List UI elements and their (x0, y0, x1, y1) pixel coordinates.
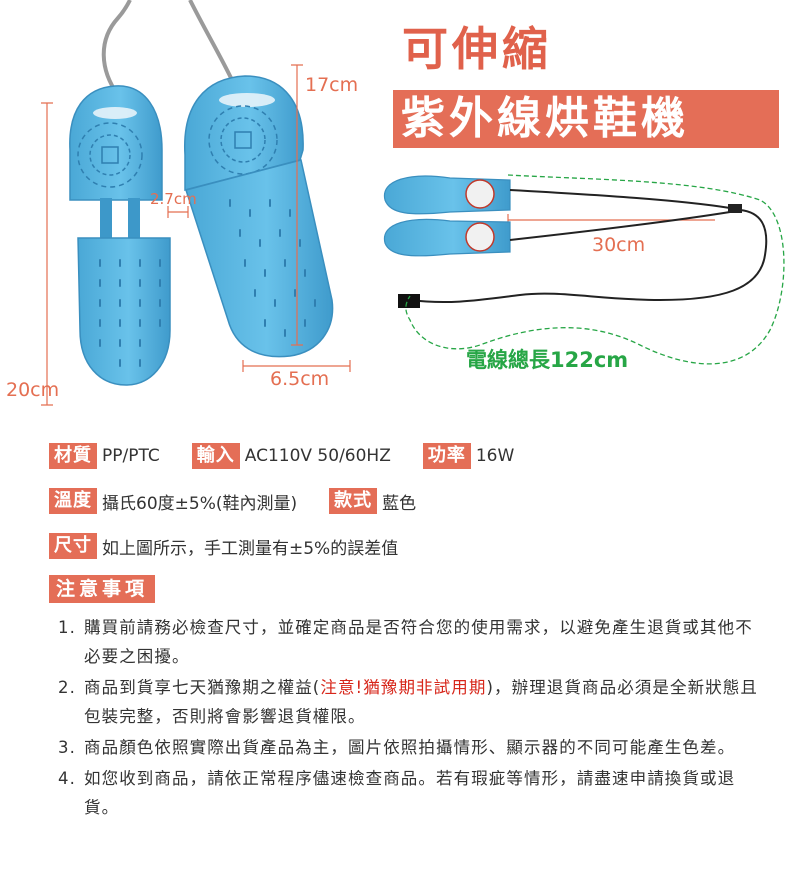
dimension-width: 6.5cm (270, 368, 330, 390)
dimension-gap: 2.7cm (150, 190, 197, 208)
spec-value-power: 16W (475, 446, 515, 466)
spec-label-style: 款式 (329, 488, 378, 514)
spec-value-material: PP/PTC (102, 446, 160, 466)
spec-row-2: 溫度 攝氏60度±5%(鞋內測量) 款式 藍色 (49, 487, 448, 515)
notice-item-text: 如您收到商品，請依正常程序儘速檢查商品。若有瑕疵等情形，請盡速申請換貨或退貨。 (84, 769, 736, 817)
dimension-length-top: 17cm (305, 74, 359, 96)
spec-label-size: 尺寸 (49, 533, 97, 559)
notice-item-number: 1. (58, 618, 76, 637)
product-title-line2: 紫外線烘鞋機 (393, 90, 779, 148)
spec-label-input: 輸入 (191, 443, 240, 469)
product-drawing (41, 0, 785, 406)
notice-item-text: 商品到貨享七天猶豫期之權益( (84, 678, 321, 697)
spec-value-input: AC110V 50/60HZ (244, 446, 391, 466)
product-illustration: 17cm 2.7cm 20cm 6.5cm 30cm 電線總長122cm 可伸縮… (0, 0, 800, 420)
notice-item: 1. 購買前請務必檢查尺寸，並確定商品是否符合您的使用需求，以避免產生退貨或其他… (58, 613, 760, 671)
spec-value-temperature: 攝氏60度±5%(鞋內測量) (102, 493, 298, 514)
notice-heading: 注意事項 (49, 575, 156, 603)
notice-item: 4. 如您收到商品，請依正常程序儘速檢查商品。若有瑕疵等情形，請盡速申請換貨或退… (58, 764, 760, 822)
spec-row-1: 材質 PP/PTC 輸入 AC110V 50/60HZ 功率 16W (49, 442, 546, 470)
notice-item: 3. 商品顏色依照實際出貨產品為主，圖片依照拍攝情形、顯示器的不同可能產生色差。 (58, 733, 760, 762)
notice-item-text: 商品顏色依照實際出貨產品為主，圖片依照拍攝情形、顯示器的不同可能產生色差。 (84, 738, 736, 757)
product-title-line1: 可伸縮 (402, 22, 552, 76)
notice-item: 2. 商品到貨享七天猶豫期之權益(注意!猶豫期非試用期)，辦理退貨商品必須是全新… (58, 673, 760, 731)
notice-item-number: 2. (58, 678, 76, 697)
notice-item-text: )，辦理退貨商品必須是全新狀態且包裝完整，否則將會影響退貨權限。 (84, 678, 759, 726)
notice-item-number: 3. (58, 738, 76, 757)
spec-value-size: 如上圖所示，手工測量有±5%的誤差值 (102, 538, 399, 559)
notice-item-number: 4. (58, 769, 76, 788)
spec-label-temperature: 溫度 (49, 488, 97, 514)
notice-item-warning: 注意!猶豫期非試用期 (320, 678, 487, 697)
dimension-cable-total: 電線總長122cm (466, 348, 629, 372)
notice-item-text: 購買前請務必檢查尺寸，並確定商品是否符合您的使用需求，以避免產生退貨或其他不必要… (84, 618, 753, 666)
dimension-cable-short: 30cm (592, 234, 646, 256)
notice-list: 1. 購買前請務必檢查尺寸，並確定商品是否符合您的使用需求，以避免產生退貨或其他… (58, 613, 760, 824)
dimension-length-left: 20cm (6, 379, 60, 401)
spec-label-material: 材質 (49, 443, 97, 469)
spec-label-power: 功率 (422, 443, 471, 469)
spec-row-3: 尺寸 如上圖所示，手工測量有±5%的誤差值 (49, 532, 430, 560)
spec-value-style: 藍色 (382, 493, 417, 514)
